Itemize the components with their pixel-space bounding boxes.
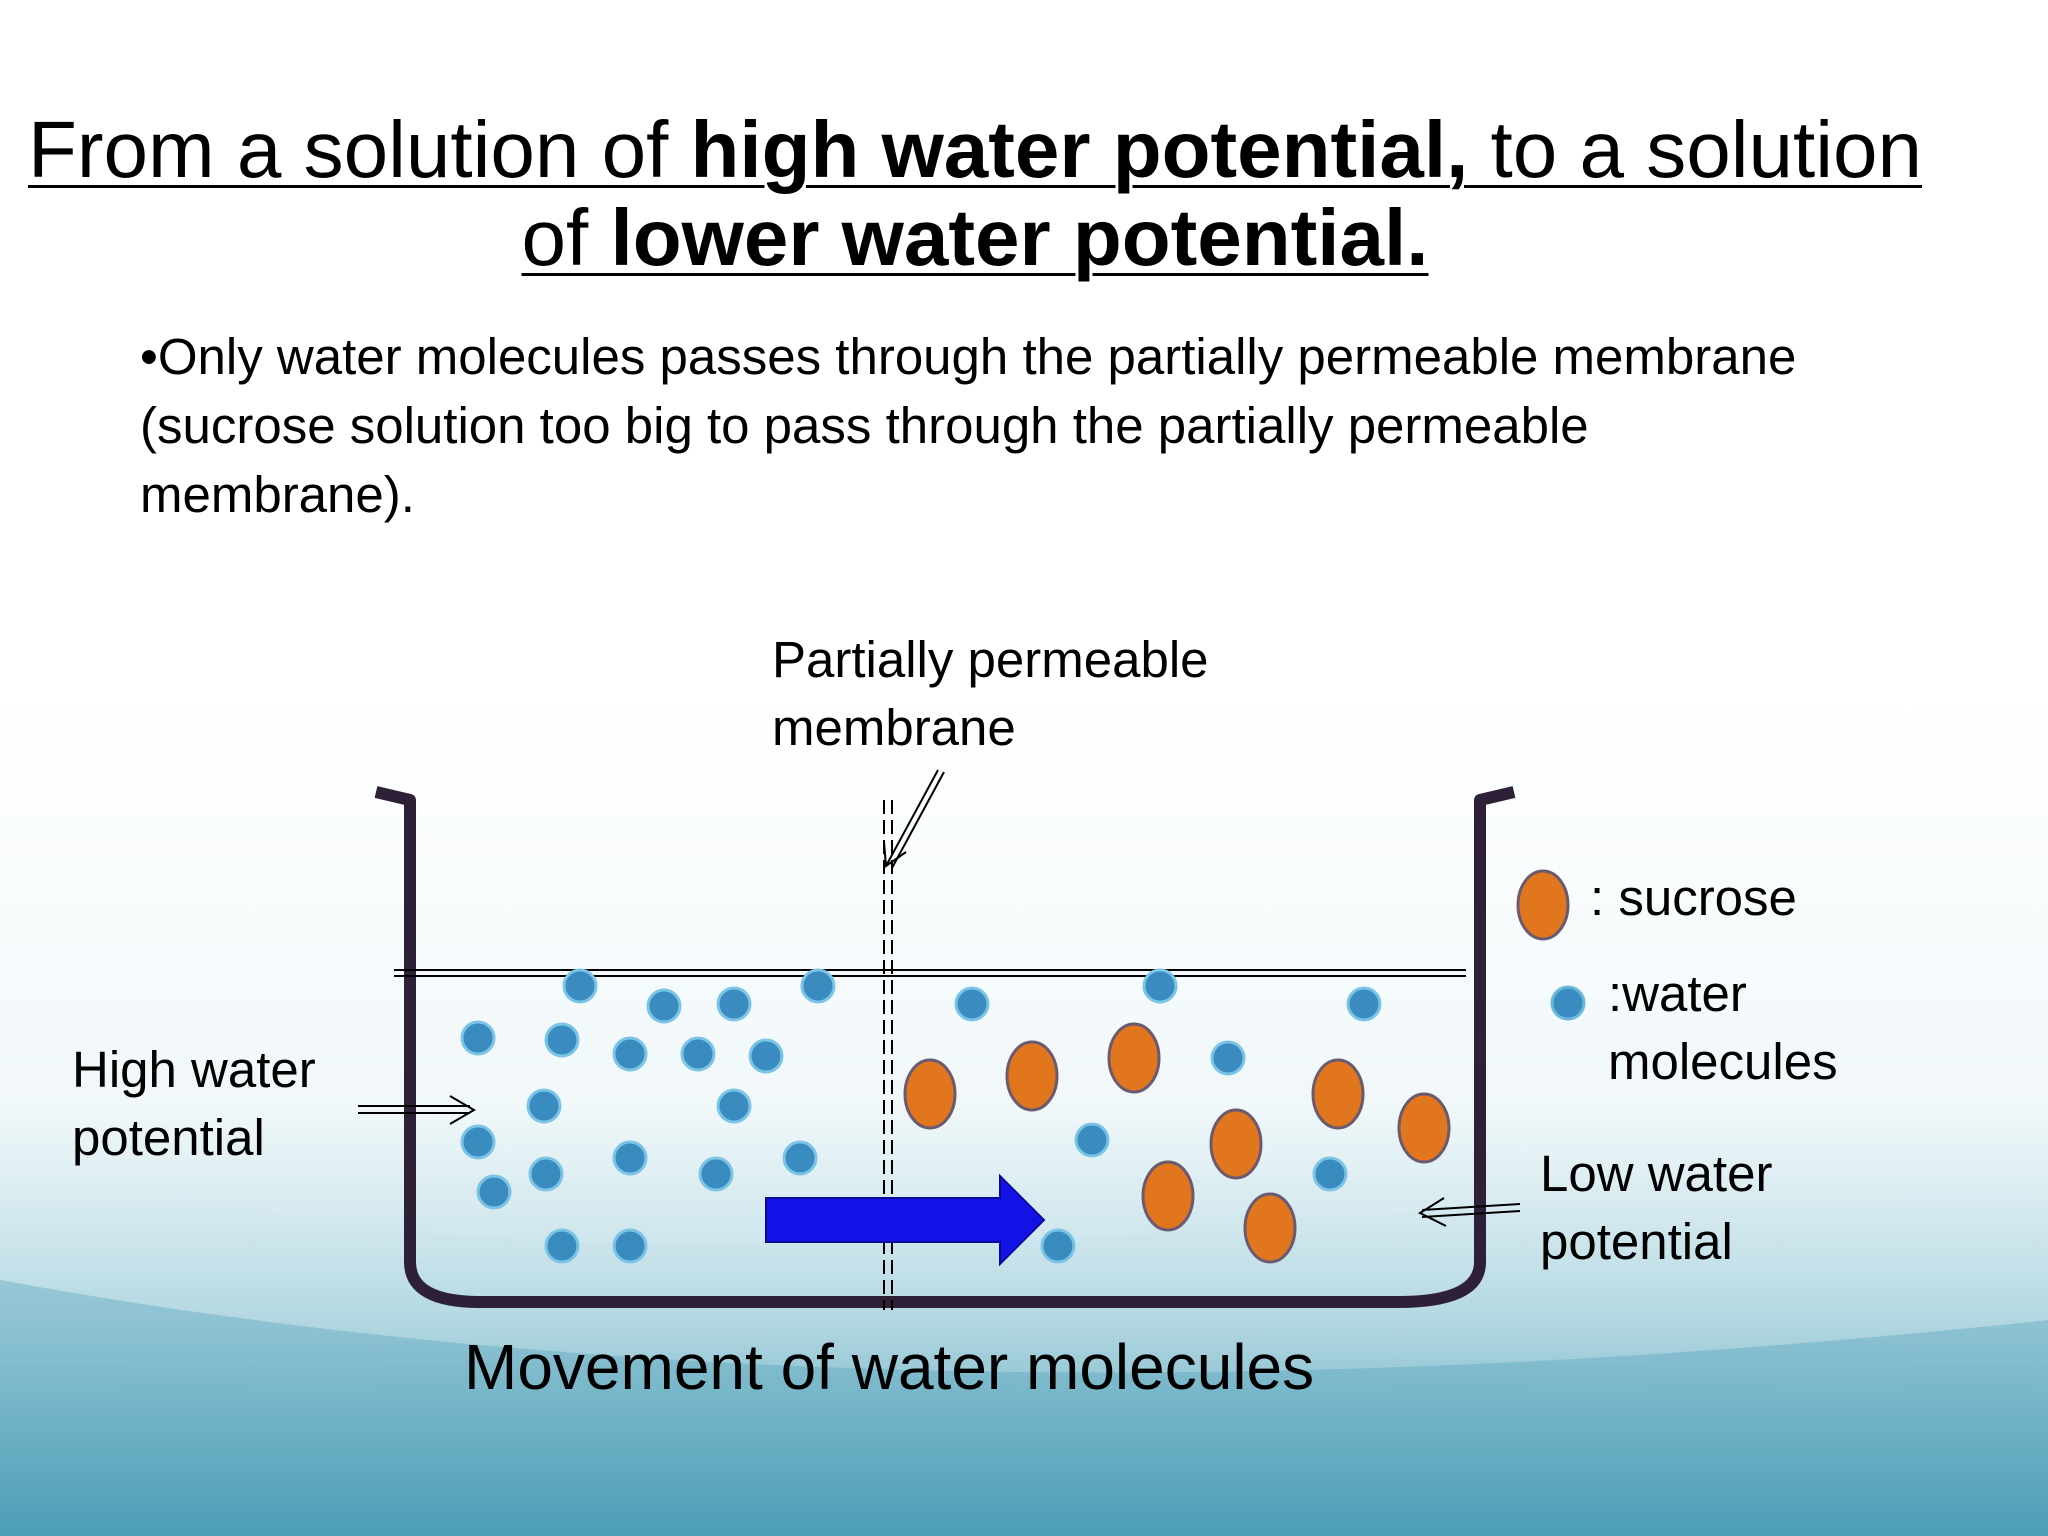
title-bold-2: lower water potential. (610, 193, 1429, 282)
container (374, 786, 1516, 1308)
sucrose-molecule (1397, 1092, 1451, 1164)
title-text-3: of (521, 193, 611, 282)
water-molecule (612, 1036, 648, 1072)
water-molecule (1346, 986, 1382, 1022)
sucrose-molecule (1311, 1058, 1365, 1130)
legend-sucrose-label: : sucrose (1590, 869, 1797, 926)
water-molecule (680, 1036, 716, 1072)
membrane-pointer-arrow (883, 769, 945, 869)
water-molecule (544, 1022, 580, 1058)
water-molecule (544, 1228, 580, 1264)
water-molecule (800, 968, 836, 1004)
water-molecule (716, 1088, 752, 1124)
water-molecule (1040, 1228, 1076, 1264)
water-molecule (612, 1140, 648, 1176)
water-molecule (460, 1124, 496, 1160)
water-molecule (1074, 1122, 1110, 1158)
water-surface (394, 969, 1466, 977)
water-molecule (782, 1140, 818, 1176)
sucrose-molecule (1107, 1022, 1161, 1094)
membrane-label-line1: Partially permeable (772, 631, 1209, 688)
low-water-pointer-arrow (1417, 1197, 1521, 1227)
water-molecule (646, 988, 682, 1024)
low-water-label-line2: potential (1540, 1213, 1733, 1270)
legend-sucrose-icon (1516, 869, 1570, 941)
water-molecule (460, 1020, 496, 1056)
legend-water-label: :water molecules (1608, 960, 1838, 1096)
water-molecule (716, 986, 752, 1022)
water-molecule (1210, 1040, 1246, 1076)
low-water-label: Low water potential (1540, 1140, 1772, 1276)
title-bold-1: high water potential, (690, 105, 1469, 194)
water-molecule (562, 968, 598, 1004)
legend-water-icon (1550, 985, 1586, 1021)
water-molecule (954, 986, 990, 1022)
sucrose-molecule (1209, 1108, 1263, 1180)
title-text-1: From a solution of (28, 105, 691, 194)
high-water-label-line2: potential (72, 1109, 265, 1166)
slide-title: From a solution of high water potential,… (0, 106, 1950, 282)
water-molecule (748, 1038, 784, 1074)
sucrose-molecule (1141, 1160, 1195, 1232)
high-water-label: High water potential (72, 1036, 316, 1172)
water-molecule (698, 1156, 734, 1192)
water-molecule (526, 1088, 562, 1124)
bullet-point: •Only water molecules passes through the… (140, 328, 1797, 523)
high-water-label-line1: High water (72, 1041, 316, 1098)
water-molecule (528, 1156, 564, 1192)
water-molecule (476, 1174, 512, 1210)
high-water-pointer-arrow (358, 1095, 476, 1125)
legend (1516, 869, 1586, 1021)
water-molecule (1312, 1156, 1348, 1192)
membrane-label: Partially permeable membrane (772, 626, 1209, 762)
water-molecule (612, 1228, 648, 1264)
water-molecule (1142, 968, 1178, 1004)
low-water-label-line1: Low water (1540, 1145, 1773, 1202)
diagram-caption: Movement of water molecules (464, 1331, 1315, 1403)
title-text-2: to a solution (1468, 105, 1922, 194)
molecules (460, 968, 1451, 1264)
sucrose-molecule (1243, 1192, 1297, 1264)
movement-arrow (765, 1173, 1046, 1267)
membrane-label-line2: membrane (772, 699, 1016, 756)
sucrose-molecule (1005, 1040, 1059, 1112)
sucrose-molecule (903, 1058, 957, 1130)
legend-water-label-line1: :water (1608, 965, 1747, 1022)
legend-water-label-line2: molecules (1608, 1033, 1838, 1090)
